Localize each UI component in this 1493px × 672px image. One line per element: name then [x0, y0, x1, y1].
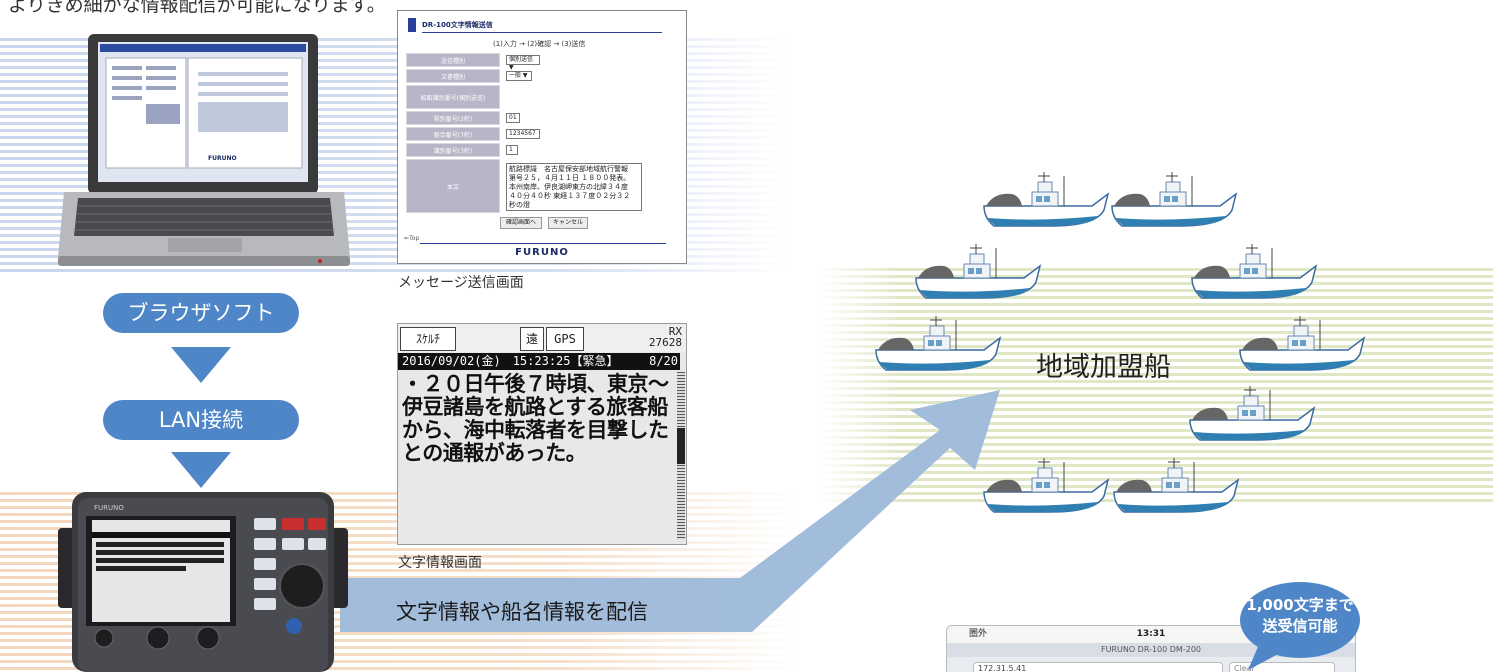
status-bar: 2016/09/02(金) 15:23:25【緊急】 8/20 [398, 353, 680, 370]
page-counter: 8/20 [649, 354, 678, 368]
identification-number-input[interactable]: 1 [506, 145, 518, 155]
clear-field[interactable]: Clear [1229, 662, 1335, 672]
rx-value: 27628 [648, 336, 682, 349]
phone-time: 13:31 [1136, 629, 1166, 639]
boat-icon [1191, 243, 1317, 299]
boat-icon [1113, 457, 1239, 513]
boat-icon [983, 171, 1109, 227]
app-title: FURUNO DR-100 DM-200 [947, 643, 1355, 657]
divider [420, 243, 666, 244]
boat-icon [983, 457, 1109, 513]
tab-far[interactable]: 遠 [520, 327, 544, 351]
divider [422, 32, 662, 33]
step-indicator: (1)入力 → (2)確認 → (3)送信 [493, 40, 586, 48]
body-label: 本文 [406, 159, 500, 213]
prefecture-number-input[interactable]: 01 [506, 113, 520, 123]
svg-text:FURUNO: FURUNO [208, 155, 237, 162]
cancel-button[interactable]: キャンセル [548, 217, 588, 229]
fleet-label: 地域加盟船 [1036, 352, 1171, 383]
tab-schedule[interactable]: ｽｹﾙﾁ [400, 327, 456, 351]
browser-software-pill: ブラウザソフト [103, 293, 299, 333]
scrollbar-thumb[interactable] [677, 428, 685, 464]
to-top-link[interactable]: ⇐Top [404, 235, 420, 242]
rx-label: RX [668, 325, 682, 338]
identification-number-label: 識別番号(3桁) [406, 143, 500, 157]
text-info-screen-caption: 文字情報画面 [398, 555, 482, 571]
furuno-logo: FURUNO [515, 247, 569, 258]
rx-indicator: RX 27628 [649, 326, 682, 348]
svg-text:FURUNO: FURUNO [94, 504, 124, 512]
tab-gps[interactable]: GPS [546, 327, 584, 351]
boat-icon [1189, 385, 1315, 441]
boat-icon [875, 315, 1001, 371]
message-text: ・２０日午後７時頃、東京～伊豆諸島を航路とする旅客船から、海中転落者を目撃したと… [402, 372, 669, 465]
text-info-screen: ｽｹﾙﾁ 遠 GPS RX 27628 2016/09/02(金) 15:23:… [397, 323, 687, 545]
speech-bubble [1240, 582, 1360, 670]
screen-tab-bar: ｽｹﾙﾁ 遠 GPS RX 27628 [398, 324, 686, 352]
down-arrow-icon [171, 347, 231, 383]
body-textarea[interactable]: 航路標識 名古屋保安部地域航行警報 第号２５，４月１１日 １８００発表。本州南岸… [506, 163, 642, 211]
laptop-image: FURUNO [58, 34, 350, 266]
message-screen-title: DR-100文字情報送信 [408, 17, 578, 33]
boat-icon [915, 243, 1041, 299]
vessel-id-label: 船舶識別番号(個別送信) [406, 85, 500, 109]
boat-icon [1239, 315, 1365, 371]
lan-connection-pill: LAN接続 [103, 400, 299, 440]
bubble-text: 1,000文字まで送受信可能 [1246, 596, 1354, 635]
background-stripes-green [820, 268, 1493, 504]
union-number-input[interactable]: 1234567 [506, 129, 540, 139]
message-send-screen: DR-100文字情報送信 (1)入力 → (2)確認 → (3)送信 送信種別 … [397, 10, 687, 264]
header-text: よりきめ細かな情報配信が可能になります。 [8, 0, 386, 16]
address-field[interactable]: 172.31.5.41 [973, 662, 1223, 672]
send-type-select[interactable]: 個別送信 ▼ [506, 55, 540, 71]
prefecture-number-label: 県別番号(2桁) [406, 111, 500, 125]
status-datetime: 2016/09/02(金) 15:23:25【緊急】 [402, 354, 619, 368]
send-type-label: 送信種別 [406, 53, 500, 67]
document-type-select[interactable]: 一般 ▼ [506, 71, 532, 81]
scrollbar[interactable] [677, 372, 685, 540]
distribution-label: 文字情報や船名情報を配信 [396, 600, 648, 624]
boat-icon [1111, 171, 1237, 227]
message-screen-caption: メッセージ送信画面 [398, 275, 524, 291]
down-arrow-icon [171, 452, 231, 488]
union-number-label: 組合番号(7桁) [406, 127, 500, 141]
document-type-label: 文書種別 [406, 69, 500, 83]
radio-device-image: FURUNO [58, 492, 348, 672]
carrier-label: 圏外 [969, 629, 988, 639]
confirm-screen-button[interactable]: 確認画面へ [500, 217, 542, 229]
